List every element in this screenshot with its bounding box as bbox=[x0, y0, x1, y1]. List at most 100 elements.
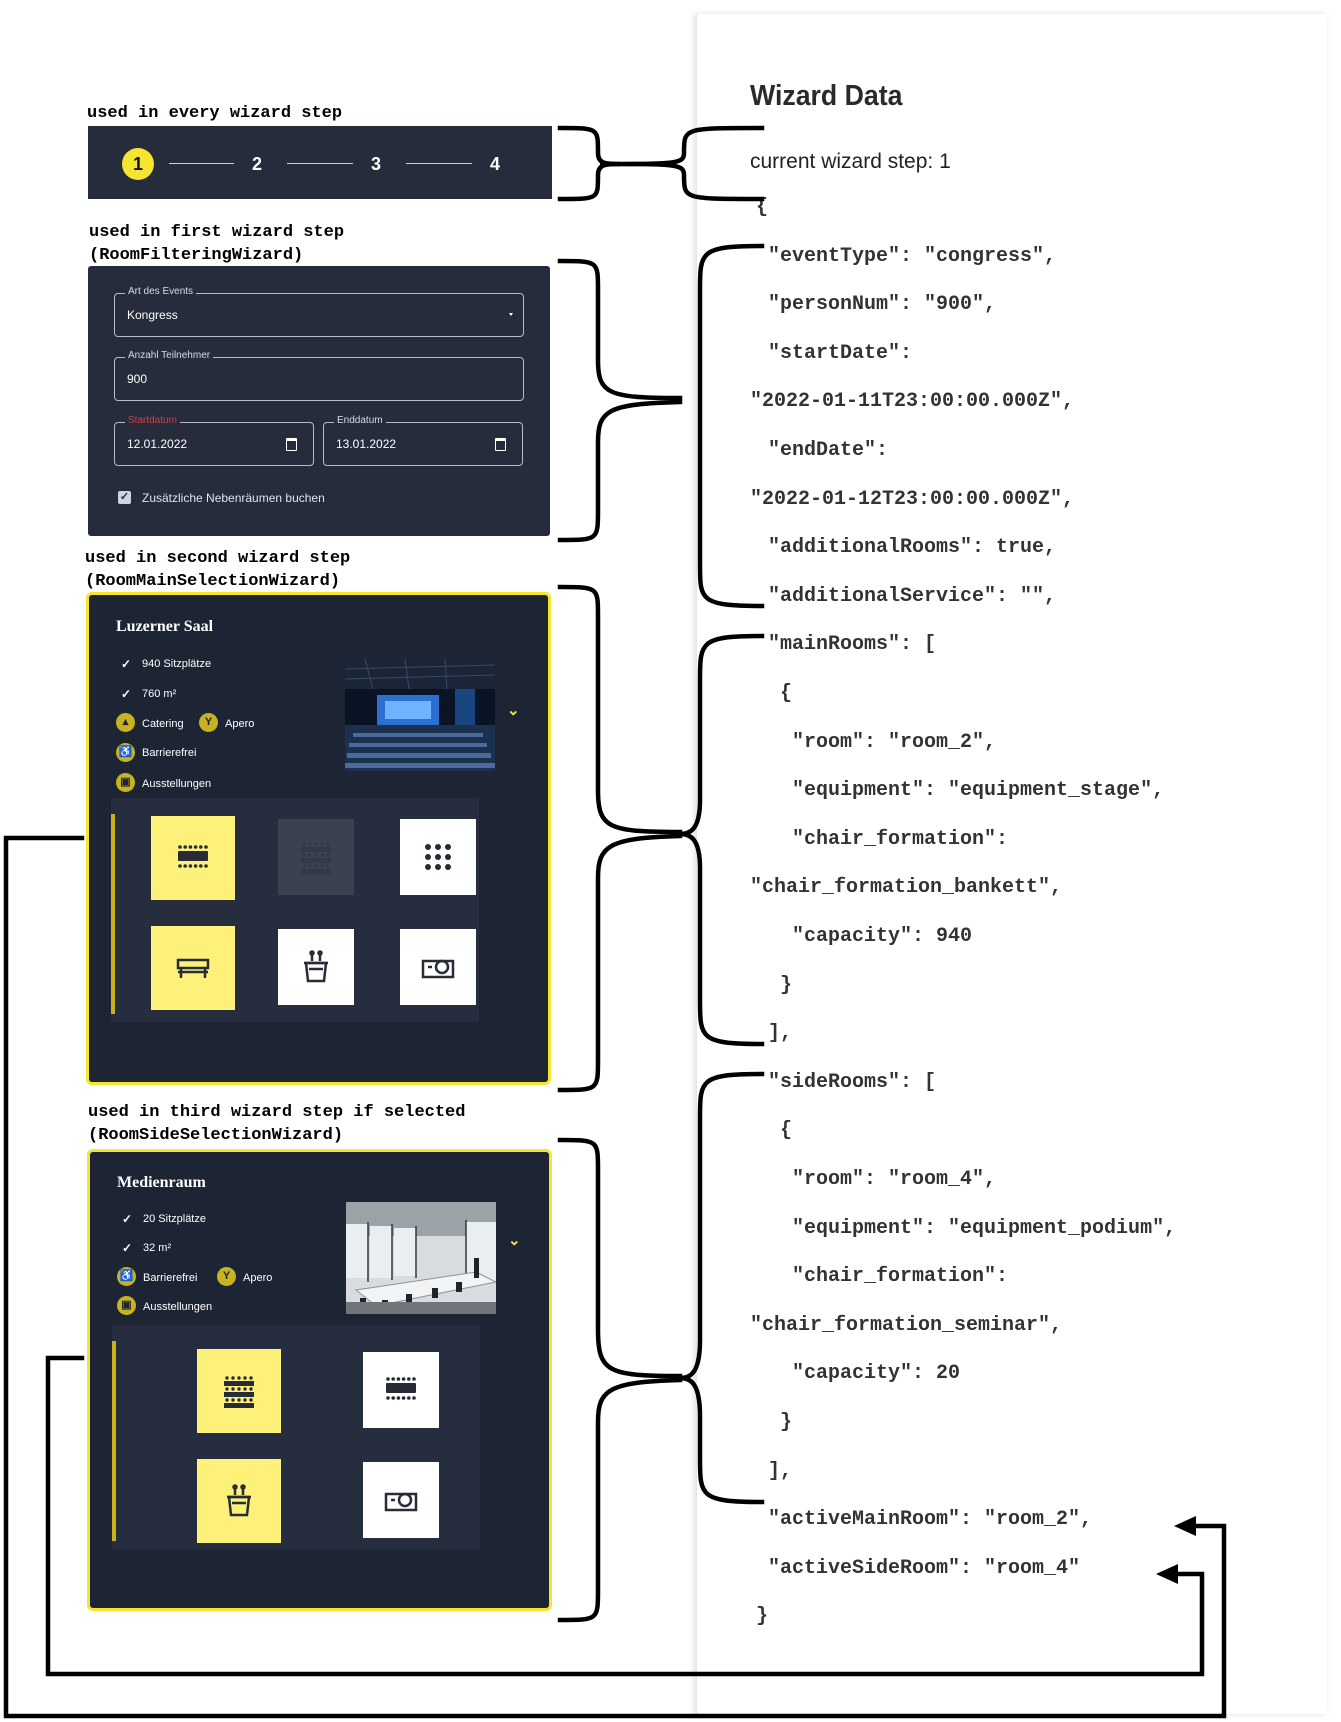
json-line: } bbox=[756, 973, 793, 997]
event-type-value: Kongress bbox=[127, 308, 178, 322]
wizard-stepper: 1 2 3 4 bbox=[88, 126, 552, 199]
calendar-icon[interactable] bbox=[495, 438, 506, 451]
arrowhead-icon bbox=[1156, 1564, 1178, 1584]
json-line: "activeSideRoom": "room_4" bbox=[756, 1556, 1081, 1580]
json-line: "capacity": 940 bbox=[756, 925, 973, 948]
json-line: { bbox=[756, 1119, 793, 1143]
selection-bar bbox=[111, 814, 115, 1014]
json-line: "endDate": bbox=[756, 439, 889, 462]
participants-input[interactable]: Anzahl Teilnehmer 900 bbox=[114, 350, 524, 401]
dots-grid-formation-tile[interactable] bbox=[400, 819, 476, 895]
selection-bar bbox=[112, 1341, 116, 1541]
room-filtering-form: Art des Events Kongress Anzahl Teilnehme… bbox=[88, 266, 550, 536]
seats-text: 940 Sitzplätze bbox=[142, 658, 212, 670]
seats-text: 20 Sitzplätze bbox=[143, 1213, 206, 1225]
bracket-form-lower bbox=[557, 399, 683, 543]
json-line: } bbox=[756, 1605, 769, 1629]
side-room-card[interactable]: Medienraum ✓ 20 Sitzplätze ✓ 32 m² ♿ Bar… bbox=[87, 1149, 552, 1611]
room-title: Medienraum bbox=[117, 1174, 206, 1191]
json-line: "2022-01-12T23:00:00.000Z", bbox=[750, 487, 1075, 511]
calendar-icon[interactable] bbox=[286, 438, 297, 451]
end-date-label: Enddatum bbox=[334, 415, 386, 426]
json-line: "equipment": "equipment_podium", bbox=[756, 1216, 1177, 1240]
json-line: { bbox=[756, 682, 793, 705]
bracket-json-step bbox=[599, 125, 765, 202]
seminar-formation-tile[interactable] bbox=[278, 819, 354, 895]
bracket-form-upper bbox=[557, 258, 683, 401]
chevron-down-icon[interactable]: ⌄ bbox=[508, 1232, 521, 1249]
caption-second-step: used in second wizard step bbox=[85, 549, 351, 568]
projector-tile[interactable] bbox=[400, 929, 476, 1005]
bankett-formation-icon bbox=[383, 1372, 419, 1408]
caption-third-step: used in third wizard step if selected bbox=[88, 1103, 466, 1122]
bracket-main-lower bbox=[557, 833, 683, 1093]
wizard-data-panel bbox=[696, 14, 1327, 1714]
participants-value: 900 bbox=[127, 372, 148, 386]
seminar-formation-icon bbox=[221, 1373, 257, 1409]
json-line: "mainRooms": [ bbox=[756, 633, 937, 657]
apero-text: Apero bbox=[225, 718, 255, 730]
json-line: "chair_formation_bankett", bbox=[750, 876, 1063, 900]
seminar-formation-tile[interactable] bbox=[197, 1349, 281, 1433]
json-line: "eventType": "congress", bbox=[756, 244, 1057, 268]
step-2[interactable]: 2 bbox=[251, 154, 262, 174]
chevron-down-icon[interactable]: ⌄ bbox=[507, 702, 520, 719]
exhibitions-text: Ausstellungen bbox=[142, 778, 212, 790]
json-line: "room": "room_2", bbox=[756, 730, 997, 754]
start-date-label: Startdatum bbox=[125, 415, 180, 426]
start-date-input[interactable]: Startdatum 12.01.2022 bbox=[114, 415, 314, 466]
wheelchair-icon: ♿ bbox=[116, 743, 135, 762]
wizard-data-title: Wizard Data bbox=[750, 80, 903, 112]
catering-icon: ▴ bbox=[116, 713, 135, 732]
json-line: "2022-01-11T23:00:00.000Z", bbox=[750, 390, 1075, 414]
step-connector bbox=[169, 163, 234, 164]
exhibition-icon: ▣ bbox=[117, 1296, 136, 1315]
json-line: "additionalRooms": true, bbox=[756, 536, 1057, 560]
json-line: "personNum": "900", bbox=[756, 293, 997, 317]
bankett-formation-icon bbox=[175, 840, 211, 876]
caption-third-step-component: (RoomSideSelectionWizard) bbox=[88, 1126, 344, 1145]
projector-tile[interactable] bbox=[363, 1462, 439, 1538]
bracket-json-main bbox=[679, 633, 765, 1047]
accessible-text: Barrierefrei bbox=[142, 747, 197, 759]
podium-tile[interactable] bbox=[278, 929, 354, 1005]
room-title: Luzerner Saal bbox=[116, 618, 214, 635]
bracket-side-upper bbox=[557, 1137, 683, 1379]
start-date-value: 12.01.2022 bbox=[127, 437, 188, 451]
json-line: ], bbox=[756, 1459, 793, 1483]
json-line: "chair_formation_seminar", bbox=[750, 1313, 1063, 1337]
json-line: "capacity": 20 bbox=[756, 1362, 961, 1386]
caption-second-step-component: (RoomMainSelectionWizard) bbox=[85, 572, 341, 591]
bracket-json-side bbox=[679, 1071, 765, 1505]
end-date-value: 13.01.2022 bbox=[336, 437, 397, 451]
check-icon: ✓ bbox=[122, 1241, 133, 1255]
bracket-side-lower bbox=[557, 1377, 683, 1623]
step-3[interactable]: 3 bbox=[370, 154, 381, 174]
catering-text: Catering bbox=[142, 718, 184, 730]
apero-text: Apero bbox=[243, 1272, 273, 1284]
bracket-main-upper bbox=[557, 584, 683, 835]
caption-first-step: used in first wizard step bbox=[89, 223, 345, 242]
main-room-card[interactable]: Luzerner Saal ✓ 940 Sitzplätze ✓ 760 m² … bbox=[86, 592, 551, 1085]
arrow-side-room bbox=[45, 1355, 1205, 1677]
stage-icon bbox=[175, 950, 211, 986]
end-date-input[interactable]: Enddatum 13.01.2022 bbox=[323, 415, 523, 466]
arrowhead-icon bbox=[1174, 1516, 1196, 1536]
bankett-formation-tile[interactable] bbox=[363, 1352, 439, 1428]
check-icon: ✓ bbox=[121, 657, 132, 671]
step-1[interactable]: 1 bbox=[122, 148, 154, 180]
event-type-select[interactable]: Art des Events Kongress bbox=[114, 286, 524, 337]
additional-rooms-checkbox[interactable]: ✓ bbox=[118, 491, 131, 504]
caption-first-step-component: (RoomFilteringWizard) bbox=[89, 246, 304, 265]
podium-tile[interactable] bbox=[197, 1459, 281, 1543]
bankett-formation-tile[interactable] bbox=[151, 816, 235, 900]
stage-tile[interactable] bbox=[151, 926, 235, 1010]
apero-glass-icon: Y bbox=[217, 1267, 236, 1286]
accessible-text: Barrierefrei bbox=[143, 1272, 198, 1284]
step-4[interactable]: 4 bbox=[489, 154, 500, 174]
json-line: "additionalService": "", bbox=[756, 584, 1057, 608]
dropdown-caret-icon bbox=[509, 313, 513, 316]
dots-grid-formation-icon bbox=[420, 839, 456, 875]
step-connector bbox=[406, 163, 472, 164]
additional-rooms-label: Zusätzliche Nebenräumen buchen bbox=[142, 491, 325, 505]
